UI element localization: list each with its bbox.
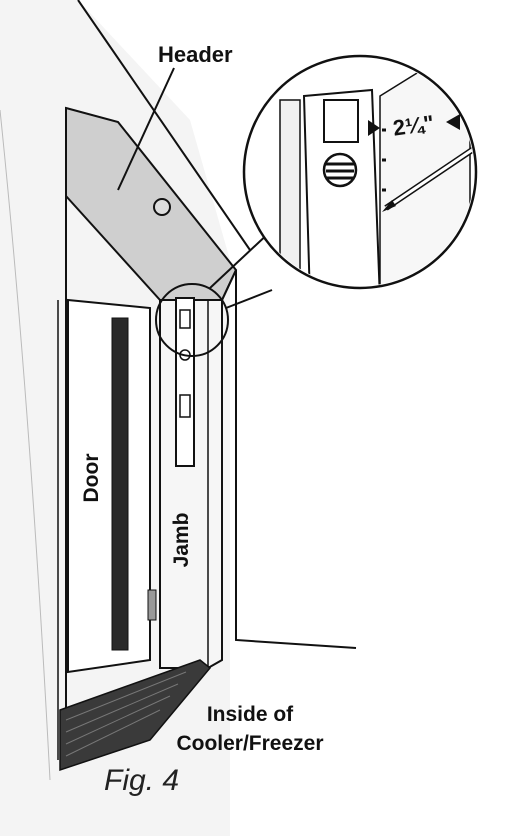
measure-arrow-right (446, 114, 460, 130)
figure-caption: Fig. 4 (104, 764, 180, 797)
door-label: Door (80, 453, 103, 503)
detail-jamb-left (279, 99, 301, 286)
threshold-floor (59, 659, 212, 772)
right-wall (235, 270, 357, 649)
callout-line-top (209, 229, 273, 289)
door-slab (67, 298, 151, 674)
measure-arrow-left (368, 120, 380, 136)
pencil-tip (382, 200, 396, 212)
header-leader-line (117, 67, 175, 191)
callout-line-bottom (225, 289, 273, 309)
floor-hatch (65, 671, 187, 757)
detail-bubble-stripes (326, 162, 354, 180)
level-vial-bottom (179, 394, 191, 418)
door-hinge (147, 589, 157, 621)
inside-label-line1: Inside of (206, 703, 294, 726)
header-bolt (153, 198, 171, 216)
pencil-core (385, 144, 474, 210)
detail-circle-small (155, 283, 229, 357)
header-outer-edge (77, 0, 251, 251)
door-edge (111, 317, 129, 651)
left-wall-edge (0, 109, 51, 781)
level-tool (175, 297, 195, 467)
inside-label-line2: Cooler/Freezer (176, 732, 324, 755)
inside-cooler-label: Inside of Cooler/Freezer (150, 700, 350, 758)
jamb-label: Jamb (170, 512, 193, 568)
detail-level-vial (323, 99, 359, 143)
detail-marks (382, 128, 386, 192)
right-wall-shade (221, 269, 237, 301)
level-vial-top (179, 309, 191, 329)
header-label: Header (158, 42, 233, 67)
